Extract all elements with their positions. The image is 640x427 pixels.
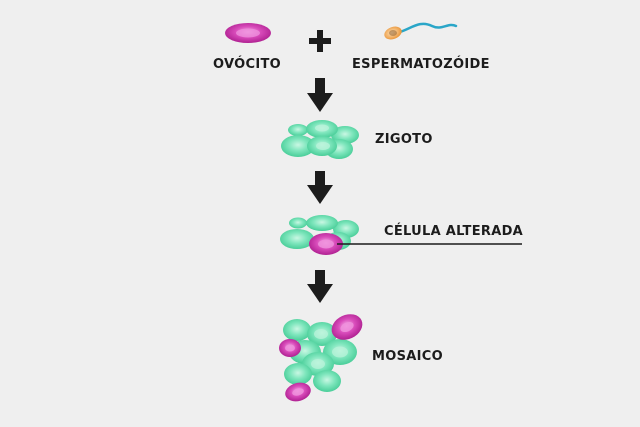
oocyte-label: OVÓCITO [213,57,281,72]
mosaic-label: MOSAICO [372,349,443,364]
arrow-down-icon [307,78,333,112]
altered-cell-cluster-icon [280,215,359,255]
sperm-label: ESPERMATOZÓIDE [352,57,490,72]
arrow-down-icon [307,171,333,204]
zygote-label: ZIGOTO [375,132,433,147]
oocyte-cell-icon [225,23,271,43]
sperm-icon [384,22,458,40]
arrow-down-icon [307,270,333,303]
altered-cell-label: CÉLULA ALTERADA [384,224,524,239]
mosaic-cells-icon [279,314,363,402]
zygote-cells-icon [281,120,359,159]
plus-icon [309,30,331,52]
